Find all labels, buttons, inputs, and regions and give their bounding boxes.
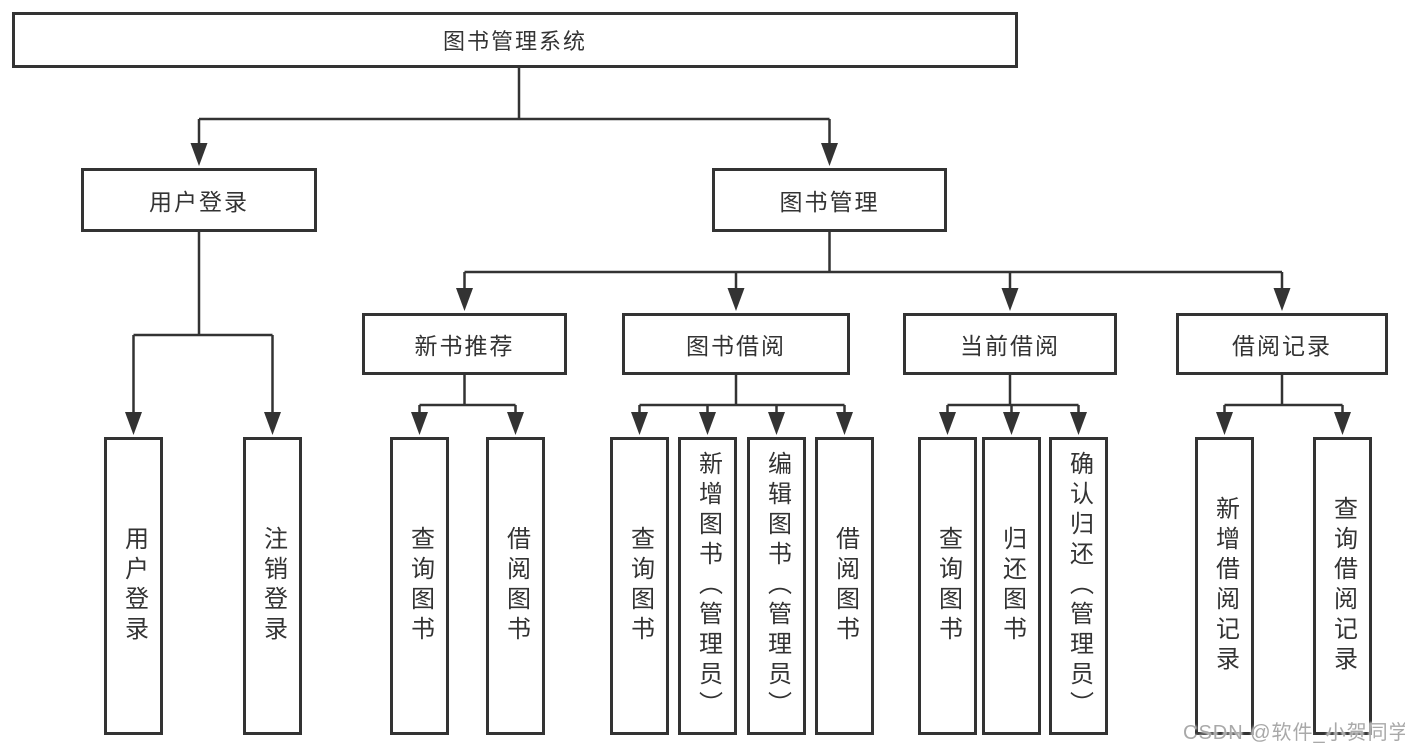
leaf-borrow-books-borrowing-label: 借阅图书 (831, 526, 859, 646)
leaf-add-books-admin: 新增图书（管理员） (678, 437, 737, 735)
leaf-borrow-books-recommend: 借阅图书 (486, 437, 545, 735)
connector-paths (132, 68, 1344, 416)
leaf-confirm-return-admin: 确认归还（管理员） (1049, 437, 1108, 735)
leaf-query-borrow-record-label: 查询借阅记录 (1329, 496, 1357, 676)
leaf-add-books-admin-label: 新增图书（管理员） (694, 451, 722, 721)
node-user-login: 用户登录 (81, 168, 317, 232)
leaf-query-books-current-label: 查询图书 (934, 526, 962, 646)
leaf-user-login: 用户登录 (104, 437, 163, 735)
leaf-query-books-borrowing: 查询图书 (610, 437, 669, 735)
node-borrowing-records: 借阅记录 (1176, 313, 1388, 375)
leaf-confirm-return-admin-label: 确认归还（管理员） (1065, 451, 1093, 721)
node-new-book-recommendation: 新书推荐 (362, 313, 567, 375)
leaf-query-books-recommend-label: 查询图书 (406, 526, 434, 646)
leaf-add-borrow-record: 新增借阅记录 (1195, 437, 1254, 735)
leaf-edit-books-admin-label: 编辑图书（管理员） (763, 451, 791, 721)
leaf-add-borrow-record-label: 新增借阅记录 (1211, 496, 1239, 676)
leaf-return-books: 归还图书 (982, 437, 1041, 735)
leaf-logout-label: 注销登录 (259, 526, 287, 646)
arrowheads (125, 143, 1351, 435)
node-current-borrowing: 当前借阅 (903, 313, 1117, 375)
leaf-borrow-books-recommend-label: 借阅图书 (502, 526, 530, 646)
leaf-query-books-recommend: 查询图书 (390, 437, 449, 735)
node-book-borrowing: 图书借阅 (622, 313, 850, 375)
leaf-logout: 注销登录 (243, 437, 302, 735)
node-book-management: 图书管理 (712, 168, 947, 232)
leaf-query-books-current: 查询图书 (918, 437, 977, 735)
leaf-return-books-label: 归还图书 (998, 526, 1026, 646)
leaf-edit-books-admin: 编辑图书（管理员） (747, 437, 806, 735)
leaf-borrow-books-borrowing: 借阅图书 (815, 437, 874, 735)
leaf-query-books-borrowing-label: 查询图书 (626, 526, 654, 646)
leaf-user-login-label: 用户登录 (120, 526, 148, 646)
node-library-system: 图书管理系统 (12, 12, 1018, 68)
csdn-watermark: CSDN @软件_小贺同学 (1183, 722, 1405, 744)
leaf-query-borrow-record: 查询借阅记录 (1313, 437, 1372, 735)
